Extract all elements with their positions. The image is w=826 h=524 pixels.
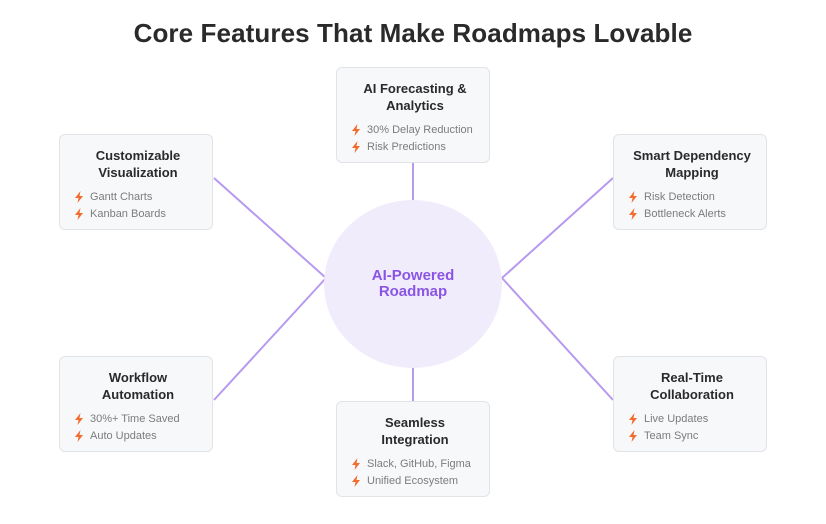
- lightning-bolt-icon: [628, 413, 638, 426]
- lightning-bolt-icon: [351, 458, 361, 471]
- feature-card-bottom-right: Real-Time Collaboration Live Updates Tea…: [613, 356, 767, 452]
- feature-title: Workflow Automation: [101, 370, 175, 402]
- lightning-bolt-icon: [74, 191, 84, 204]
- feature-item: Bottleneck Alerts: [628, 206, 756, 223]
- connector-bottom-right: [501, 277, 614, 401]
- feature-item: Unified Ecosystem: [351, 473, 479, 490]
- connector-top-right: [501, 177, 614, 279]
- feature-item-text: Gantt Charts: [90, 191, 153, 203]
- feature-item-text: Kanban Boards: [90, 207, 166, 220]
- feature-item: 30%+ Time Saved: [74, 411, 202, 428]
- feature-item-text: Live Updates: [644, 413, 709, 425]
- page-title: Core Features That Make Roadmaps Lovable: [133, 18, 693, 48]
- feature-item-text: Risk Detection: [644, 191, 715, 203]
- feature-card-bottom-left: Workflow Automation 30%+ Time Saved Auto…: [59, 356, 213, 452]
- lightning-bolt-icon: [628, 191, 638, 204]
- feature-title: Real-Time Collaboration: [650, 370, 734, 402]
- lightning-bolt-icon: [74, 413, 84, 426]
- feature-title: Customizable Visualization: [95, 148, 181, 180]
- feature-item: Team Sync: [628, 428, 756, 445]
- lightning-bolt-icon: [74, 207, 84, 220]
- feature-item-text: Team Sync: [644, 429, 699, 442]
- feature-card-top: AI Forecasting & Analytics 30% Delay Red…: [336, 67, 490, 163]
- connector-bottom-left: [213, 277, 327, 401]
- feature-item-text: Risk Predictions: [367, 140, 446, 153]
- lightning-bolt-icon: [351, 124, 361, 137]
- feature-item: Slack, GitHub, Figma: [351, 456, 479, 473]
- feature-item: Risk Predictions: [351, 139, 479, 156]
- feature-item: Auto Updates: [74, 428, 202, 445]
- feature-item-text: Bottleneck Alerts: [644, 207, 726, 220]
- lightning-bolt-icon: [351, 140, 361, 153]
- feature-title: Seamless Integration: [381, 415, 449, 447]
- connector-top-left: [213, 177, 327, 279]
- feature-item-text: Unified Ecosystem: [367, 474, 459, 487]
- feature-title: AI Forecasting & Analytics: [363, 81, 467, 113]
- feature-item: Risk Detection: [628, 189, 756, 206]
- feature-item: 30% Delay Reduction: [351, 122, 479, 139]
- feature-card-bottom: Seamless Integration Slack, GitHub, Figm…: [336, 401, 490, 497]
- center-label: AI-Powered Roadmap: [371, 267, 455, 300]
- lightning-bolt-icon: [628, 207, 638, 220]
- feature-item-text: 30% Delay Reduction: [367, 124, 473, 136]
- lightning-bolt-icon: [74, 429, 84, 442]
- feature-item-text: Slack, GitHub, Figma: [367, 458, 471, 470]
- feature-title: Smart Dependency Mapping: [633, 148, 751, 180]
- feature-item: Live Updates: [628, 411, 756, 428]
- lightning-bolt-icon: [628, 429, 638, 442]
- feature-item: Kanban Boards: [74, 206, 202, 223]
- feature-card-top-right: Smart Dependency Mapping Risk Detection …: [613, 134, 767, 230]
- feature-item: Gantt Charts: [74, 189, 202, 206]
- feature-item-text: Auto Updates: [90, 429, 157, 442]
- center-hub: AI-Powered Roadmap: [324, 200, 502, 368]
- lightning-bolt-icon: [351, 474, 361, 487]
- feature-item-text: 30%+ Time Saved: [90, 413, 180, 425]
- feature-card-top-left: Customizable Visualization Gantt Charts …: [59, 134, 213, 230]
